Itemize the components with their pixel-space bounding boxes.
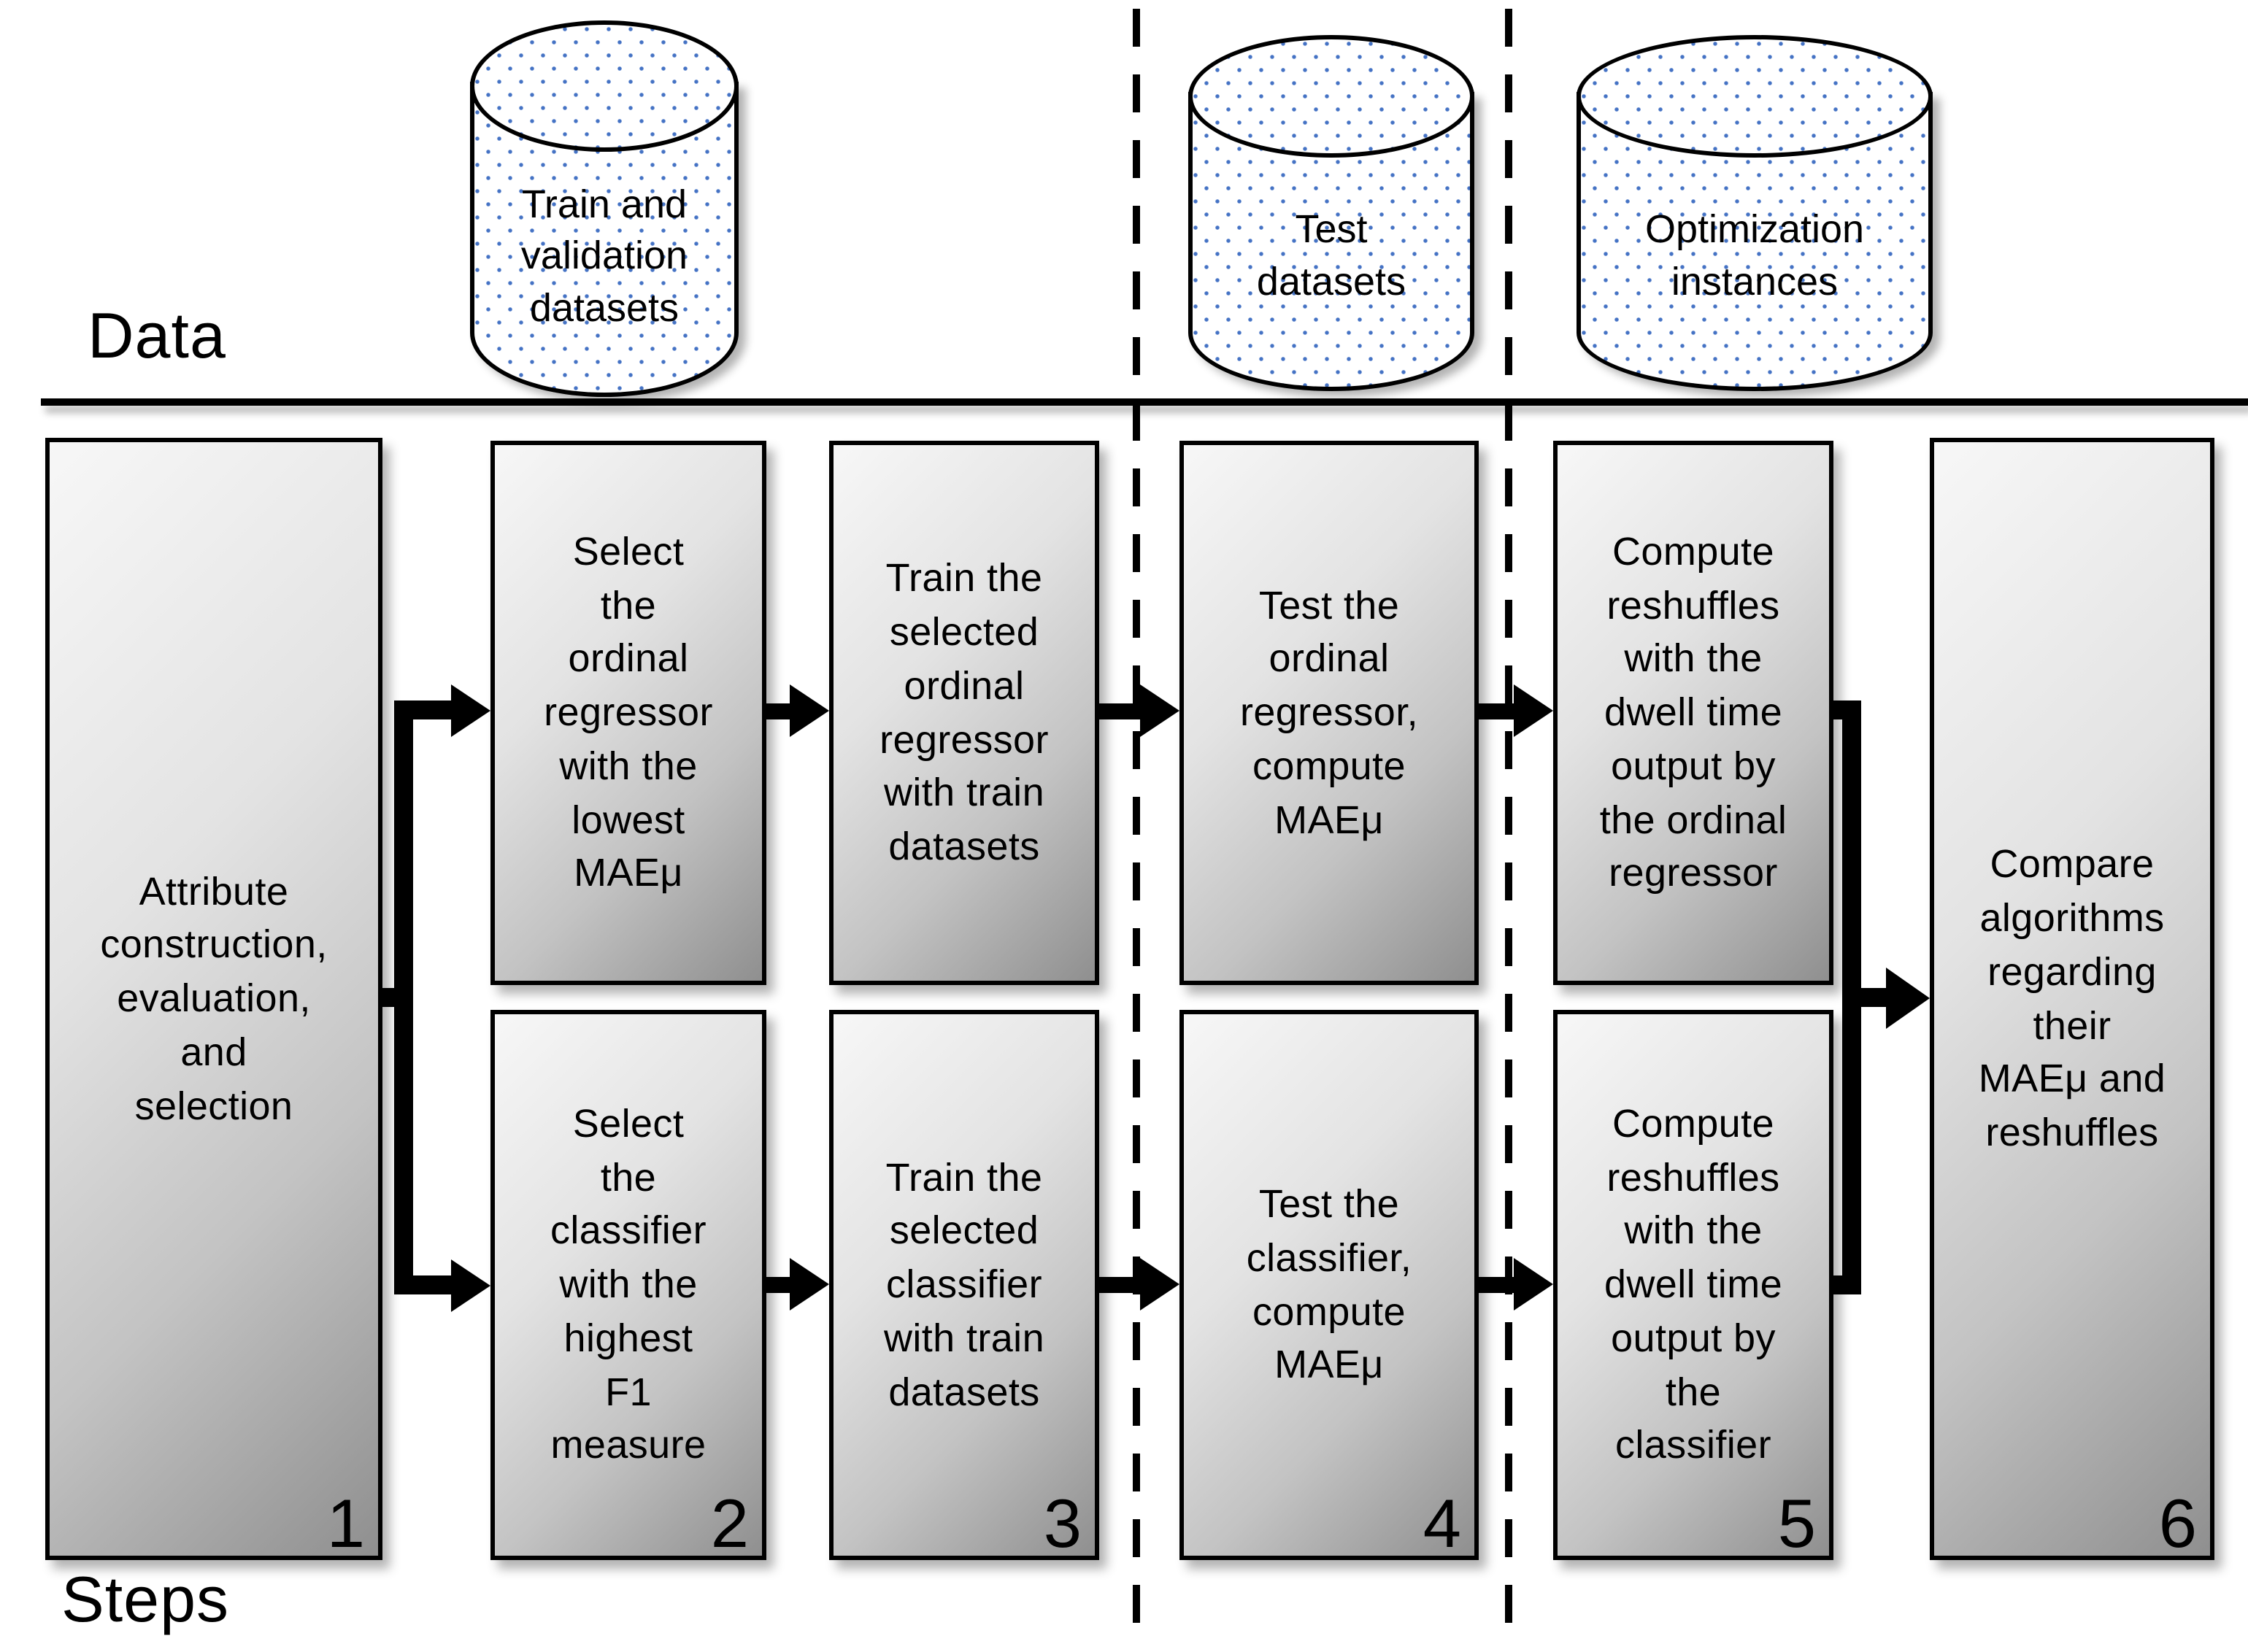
arrow-step2-to-step3-top-head	[790, 684, 829, 737]
arrow-step2-to-step3-top-shaft	[766, 703, 796, 719]
step-text: Compute reshuffles with the dwell time o…	[1604, 1101, 1783, 1467]
step-box-2-ordinal-regressor: Select the ordinal regressor with the lo…	[490, 441, 766, 985]
step-text: Compute reshuffles with the dwell time o…	[1599, 529, 1787, 895]
step-text: Select the classifier with the highest F…	[550, 1101, 707, 1467]
dashed-separator-1	[1133, 9, 1139, 1649]
step-box-2-classifier: Select the classifier with the highest F…	[490, 1010, 766, 1562]
step-box-3-classifier: Train the selected classifier with train…	[829, 1010, 1099, 1562]
arrow-step4-to-step5-top-shaft	[1479, 703, 1517, 719]
arrow-step4-to-step5-bottom-head	[1514, 1258, 1553, 1311]
step-box-6: Compare algorithms regarding their MAEμ …	[1930, 438, 2214, 1562]
arrow-step3-to-step4-top-head	[1140, 684, 1179, 737]
arrow-step3-to-step4-top-shaft	[1099, 703, 1143, 719]
arrow-step1-to-step2-bottom-head	[451, 1259, 490, 1312]
datastore-cylinder-train-validation: Train and validation datasets	[470, 20, 739, 397]
step-number-2: 2	[710, 1484, 749, 1562]
step-text: Select the ordinal regressor with the lo…	[544, 529, 713, 895]
arrow-step5-to-step6-head	[1886, 968, 1930, 1029]
cylinder-top-ellipse	[1188, 35, 1474, 158]
datastore-label: Test datasets	[1256, 207, 1406, 304]
step-number-6: 6	[2158, 1484, 2197, 1562]
arrow-step3-to-step4-bottom-head	[1140, 1258, 1179, 1311]
step-number-4: 4	[1423, 1484, 1461, 1562]
step-box-3-ordinal-regressor: Train the selected ordinal regressor wit…	[829, 441, 1099, 985]
step-box-5-classifier: Compute reshuffles with the dwell time o…	[1553, 1010, 1833, 1562]
datastore-cylinder-optimization: Optimization instances	[1577, 35, 1933, 391]
cylinder-top-ellipse	[1577, 35, 1933, 158]
step-number-5: 5	[1777, 1484, 1816, 1562]
connector-step5-merge-bar	[1842, 700, 1861, 1294]
data-section-label: Data	[88, 301, 226, 372]
arrow-step5-to-step6-shaft	[1861, 988, 1890, 1007]
arrow-step3-to-step4-bottom-shaft	[1099, 1277, 1143, 1293]
step-box-4-ordinal-regressor: Test the ordinal regressor, compute MAEμ	[1179, 441, 1479, 985]
step-box-5-ordinal-regressor: Compute reshuffles with the dwell time o…	[1553, 441, 1833, 985]
step-text: Compare algorithms regarding their MAEμ …	[1978, 842, 2166, 1154]
cylinder-top-ellipse	[470, 20, 739, 152]
datastore-label: Optimization instances	[1644, 207, 1865, 304]
step-text: Test the ordinal regressor, compute MAEμ	[1239, 583, 1419, 842]
arrow-step2-to-step3-bottom-head	[790, 1258, 829, 1311]
data-steps-separator-line	[41, 398, 2248, 405]
arrow-step1-to-step2-bottom-shaft	[413, 1275, 453, 1294]
steps-section-label: Steps	[61, 1564, 230, 1636]
step-number-3: 3	[1043, 1484, 1082, 1562]
datastore-label: Train and validation datasets	[520, 182, 688, 330]
step-box-1: Attribute construction, evaluation, and …	[45, 438, 382, 1562]
arrow-step1-to-step2-top-shaft	[413, 700, 453, 719]
step-box-4-classifier: Test the classifier, compute MAEμ 4	[1179, 1010, 1479, 1562]
arrow-step4-to-step5-bottom-shaft	[1479, 1277, 1517, 1293]
step-text: Test the classifier, compute MAEμ	[1246, 1182, 1412, 1387]
step-text: Attribute construction, evaluation, and …	[100, 869, 328, 1128]
dashed-separator-2	[1505, 9, 1512, 1649]
connector-step1-branch-bar	[394, 700, 413, 1294]
arrow-step4-to-step5-top-head	[1514, 684, 1553, 737]
step-text: Train the selected ordinal regressor wit…	[879, 556, 1049, 868]
arrow-step2-to-step3-bottom-shaft	[766, 1277, 796, 1293]
arrow-step1-to-step2-top-head	[451, 684, 490, 737]
datastore-cylinder-test: Test datasets	[1188, 35, 1474, 391]
step-text: Train the selected classifier with train…	[883, 1155, 1045, 1414]
step-number-1: 1	[326, 1484, 365, 1562]
